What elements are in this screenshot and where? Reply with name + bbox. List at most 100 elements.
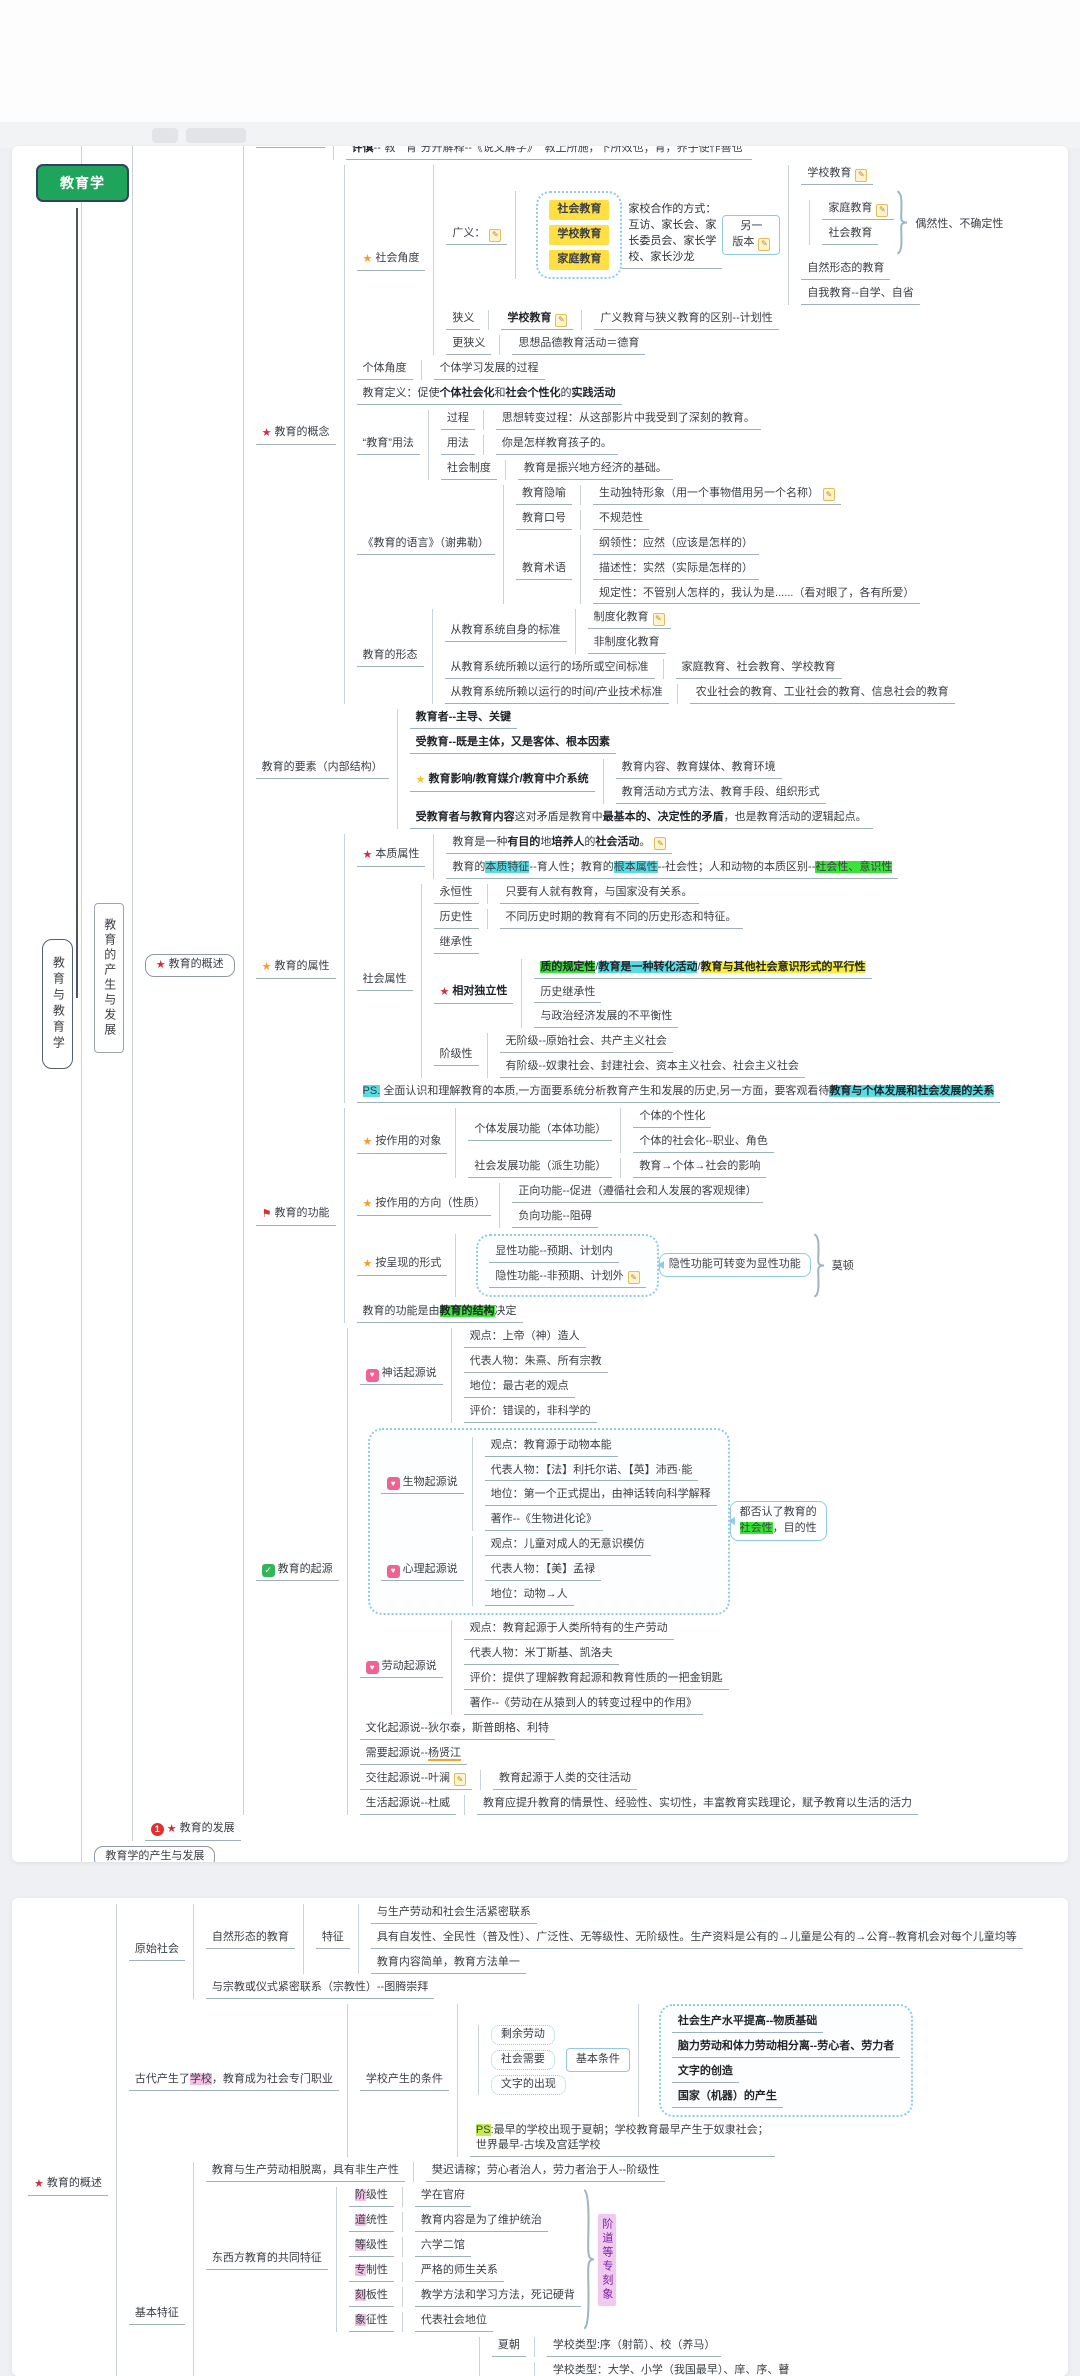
node-label[interactable]: 与政治经济发展的不平衡性 xyxy=(534,1008,679,1029)
node-label[interactable]: ★教育的概念 xyxy=(255,424,336,446)
node-label[interactable]: ★教育的概述 xyxy=(144,953,235,977)
node-label[interactable]: 道统性 xyxy=(348,2212,394,2233)
node-label[interactable]: 无阶级--原始社会、共产主义社会 xyxy=(499,1033,673,1054)
node-label[interactable]: 非制度化教育 xyxy=(587,634,666,655)
node-label[interactable]: 个体的个性化 xyxy=(633,1108,712,1129)
node-label[interactable]: 从教育系统自身的标准 xyxy=(444,622,567,642)
node-label[interactable]: 社会生产水平提高--物质基础 xyxy=(671,2013,824,2033)
node-label[interactable]: 生动独特形象（用一个事物借用另一个名称）✎ xyxy=(593,485,842,505)
node-label[interactable]: 社会属性 xyxy=(356,971,413,991)
node-label[interactable]: ♥心理起源说 xyxy=(380,1561,464,1582)
node-label[interactable]: 具有自发性、全民性（普及性）、广泛性、无等级性、无阶级性。生产资料是公有的→儿童… xyxy=(370,1929,1023,1949)
node-label[interactable]: 教育内容是为了维护统治 xyxy=(414,2212,548,2233)
node-label[interactable]: 地位：第一个正式提出，由神话转向科学解释 xyxy=(484,1486,717,1507)
node-label[interactable]: 东西方教育的共同特征 xyxy=(205,2250,328,2270)
node-label[interactable]: 规定性：不管别人怎样的，我认为是......（看对眼了，各有所爱） xyxy=(593,585,921,605)
node-label[interactable]: 个体发展功能（本体功能） xyxy=(468,1121,613,1141)
node-label[interactable]: 教育的产生与发展 xyxy=(94,903,124,1054)
node-label[interactable]: ♥生物起源说 xyxy=(380,1474,464,1494)
node-label[interactable]: 剩余劳动 xyxy=(490,2025,555,2046)
node-label[interactable]: 教育者--主导、关键 xyxy=(409,709,517,730)
node-label[interactable]: “教育”用法 xyxy=(356,435,420,455)
node-label[interactable]: 描述性：实然（实际是怎样的） xyxy=(593,560,760,580)
node-label[interactable]: 继承性 xyxy=(433,934,479,954)
node-label[interactable]: 著作--《劳动在从猿到人的转变过程中的作用》 xyxy=(463,1695,703,1715)
node-label[interactable]: ♥劳动起源说 xyxy=(359,1658,443,1678)
node-label[interactable]: ♥神话起源说 xyxy=(359,1365,443,1386)
node-label[interactable]: 质的规定性/教育是一种转化活动/教育与其他社会意识形式的平行性 xyxy=(534,959,872,979)
node-label[interactable]: 更狭义 xyxy=(446,335,492,356)
node-label[interactable]: 特征 xyxy=(315,1929,350,1949)
node-label[interactable]: 教育的功能是由教育的结构决定 xyxy=(356,1303,523,1323)
node-label[interactable]: 家庭教育✎ xyxy=(822,200,895,221)
node-label[interactable]: ★相对独立性 xyxy=(433,983,514,1004)
node-label[interactable]: 个体的社会化--职业、角色 xyxy=(633,1133,774,1154)
node-label[interactable]: 历史性 xyxy=(433,909,479,929)
node-label[interactable]: 樊迟请稼；劳心者治人，劳力者治于人--阶级性 xyxy=(425,2162,666,2183)
node-label[interactable]: 教育活动方式方法、教育手段、组织形式 xyxy=(615,784,826,804)
node-label[interactable]: 过程 xyxy=(440,410,475,430)
node-label[interactable]: 教育与教育学 xyxy=(42,939,74,1069)
node-label[interactable]: ★按作用的对象 xyxy=(356,1133,448,1154)
node-label[interactable]: ★本质属性 xyxy=(356,846,426,867)
node-label[interactable]: 教育的形态 xyxy=(356,647,424,667)
node-label[interactable]: 观点：教育起源于人类所特有的生产劳动 xyxy=(463,1620,674,1641)
node-label[interactable]: 永恒性 xyxy=(433,884,479,904)
node-label[interactable]: 代表社会地位 xyxy=(414,2312,493,2332)
node-label[interactable]: 自然形态的教育 xyxy=(205,1929,295,1949)
node-label[interactable]: ★教育词源 xyxy=(255,146,325,149)
node-label[interactable]: 农业社会的教育、工业社会的教育、信息社会的教育 xyxy=(689,684,955,705)
node-label[interactable]: 生活起源说--杜威 xyxy=(359,1795,456,1815)
node-label[interactable]: ★教育影响/教育媒介/教育中介系统 xyxy=(409,771,595,792)
node-label[interactable]: 广义：✎ xyxy=(446,225,508,246)
node-label[interactable]: 自然形态的教育 xyxy=(801,260,891,281)
node-label[interactable]: 学校产生的条件 xyxy=(359,2071,449,2091)
node-label[interactable]: 与生产劳动和社会生活紧密联系 xyxy=(370,1904,537,1924)
node-label[interactable]: 家庭教育 xyxy=(549,250,610,271)
node-label[interactable]: 社会需要 xyxy=(490,2050,555,2071)
node-label[interactable]: 学校教育✎ xyxy=(801,165,874,186)
node-label[interactable]: 教育起源于人类的交往活动 xyxy=(492,1770,637,1790)
node-label[interactable]: 观点：教育源于动物本能 xyxy=(484,1437,618,1457)
node-label[interactable]: 著作--《生物进化论》 xyxy=(484,1511,603,1532)
node-label[interactable]: 教育学的产生与发展 xyxy=(94,1845,216,1862)
node-label[interactable]: 教育内容、教育媒体、教育环境 xyxy=(615,759,782,780)
node-label[interactable]: ★按呈现的形式 xyxy=(356,1255,448,1276)
node-label[interactable]: 社会发展功能（派生功能） xyxy=(468,1158,613,1179)
node-label[interactable]: ★教育的概述 xyxy=(28,2175,108,2197)
node-label[interactable]: 教育口号 xyxy=(516,510,573,530)
node-label[interactable]: 有阶级--奴隶社会、封建社会、资本主义社会、社会主义社会 xyxy=(499,1058,805,1079)
node-label[interactable]: 原始社会 xyxy=(128,1941,185,1962)
node-label[interactable]: 历史继承性 xyxy=(534,984,602,1004)
node-label[interactable]: 制度化教育✎ xyxy=(587,609,671,630)
node-label[interactable]: 教育内容简单，教育方法单一 xyxy=(370,1954,526,1974)
node-label[interactable]: 学校教育 xyxy=(549,225,610,246)
node-label[interactable]: 思想转变过程：从这部影片中我受到了深刻的教育。 xyxy=(495,410,761,430)
node-label[interactable]: 家校合作的方式： 互访、家长会、家 长委员会、家长学 校、家长沙龙 xyxy=(622,201,723,270)
node-label[interactable]: 受教育--既是主体，又是客体、根本因素 xyxy=(409,734,616,755)
node-label[interactable]: 教育应提升教育的情景性、经验性、实切性，丰富教育实践理论，赋予教育以生活的活力 xyxy=(476,1795,918,1815)
node-label[interactable]: 不同历史时期的教育有不同的历史形态和特征。 xyxy=(499,909,743,929)
node-label[interactable]: ★按作用的方向（性质） xyxy=(356,1195,492,1216)
node-label[interactable]: 评价：提供了理解教育起源和教育性质的一把金钥匙 xyxy=(463,1670,729,1690)
node-label[interactable]: 1★教育的发展 xyxy=(144,1820,241,1841)
node-label[interactable]: 学校教育✎ xyxy=(501,310,574,331)
node-label[interactable]: 严格的师生关系 xyxy=(414,2262,504,2283)
node-label[interactable]: 教育是振兴地方经济的基础。 xyxy=(517,460,673,480)
node-label[interactable]: 需要起源说--杨贤江 xyxy=(359,1745,467,1765)
node-label[interactable]: 等级性 xyxy=(348,2237,394,2258)
node-label[interactable]: 学校类型:序（射箭）、校（养马） xyxy=(546,2337,722,2357)
node-label[interactable]: 教育与生产劳动相脱离，具有非生产性 xyxy=(205,2162,405,2183)
node-label[interactable]: 个体角度 xyxy=(356,360,413,381)
node-label[interactable]: 文字的出现 xyxy=(490,2075,566,2096)
node-label[interactable]: 夏朝 xyxy=(491,2337,526,2357)
node-label[interactable]: 基本条件 xyxy=(565,2048,630,2073)
node-label[interactable]: 负向功能--阻碍 xyxy=(512,1208,598,1228)
node-label[interactable]: 用法 xyxy=(440,435,475,455)
node-label[interactable]: 象征性 xyxy=(348,2312,394,2332)
node-label[interactable]: 文字的创造 xyxy=(671,2063,739,2083)
node-label[interactable]: 代表人物：米丁斯基、凯洛夫 xyxy=(463,1645,619,1666)
node-label[interactable]: 基本特征 xyxy=(128,2305,185,2326)
node-label[interactable]: 古代产生了学校，教育成为社会专门职业 xyxy=(128,2071,339,2091)
node-label[interactable]: 国家（机器）的产生 xyxy=(671,2088,783,2108)
